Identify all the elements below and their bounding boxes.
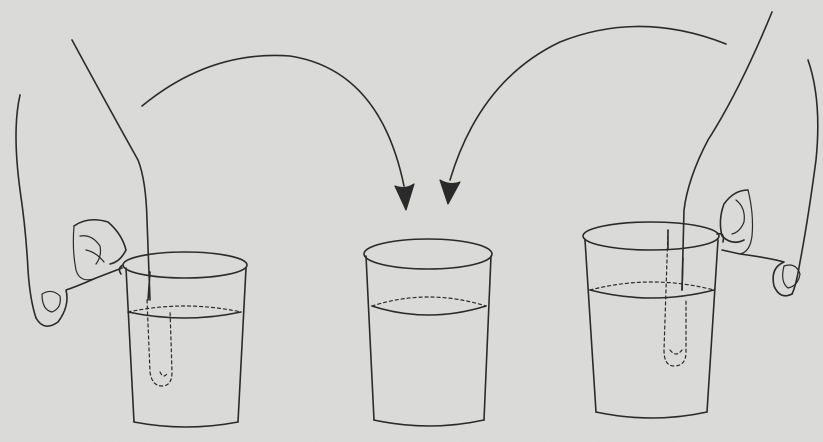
paper-grain — [0, 0, 823, 442]
experiment-illustration — [0, 0, 823, 442]
